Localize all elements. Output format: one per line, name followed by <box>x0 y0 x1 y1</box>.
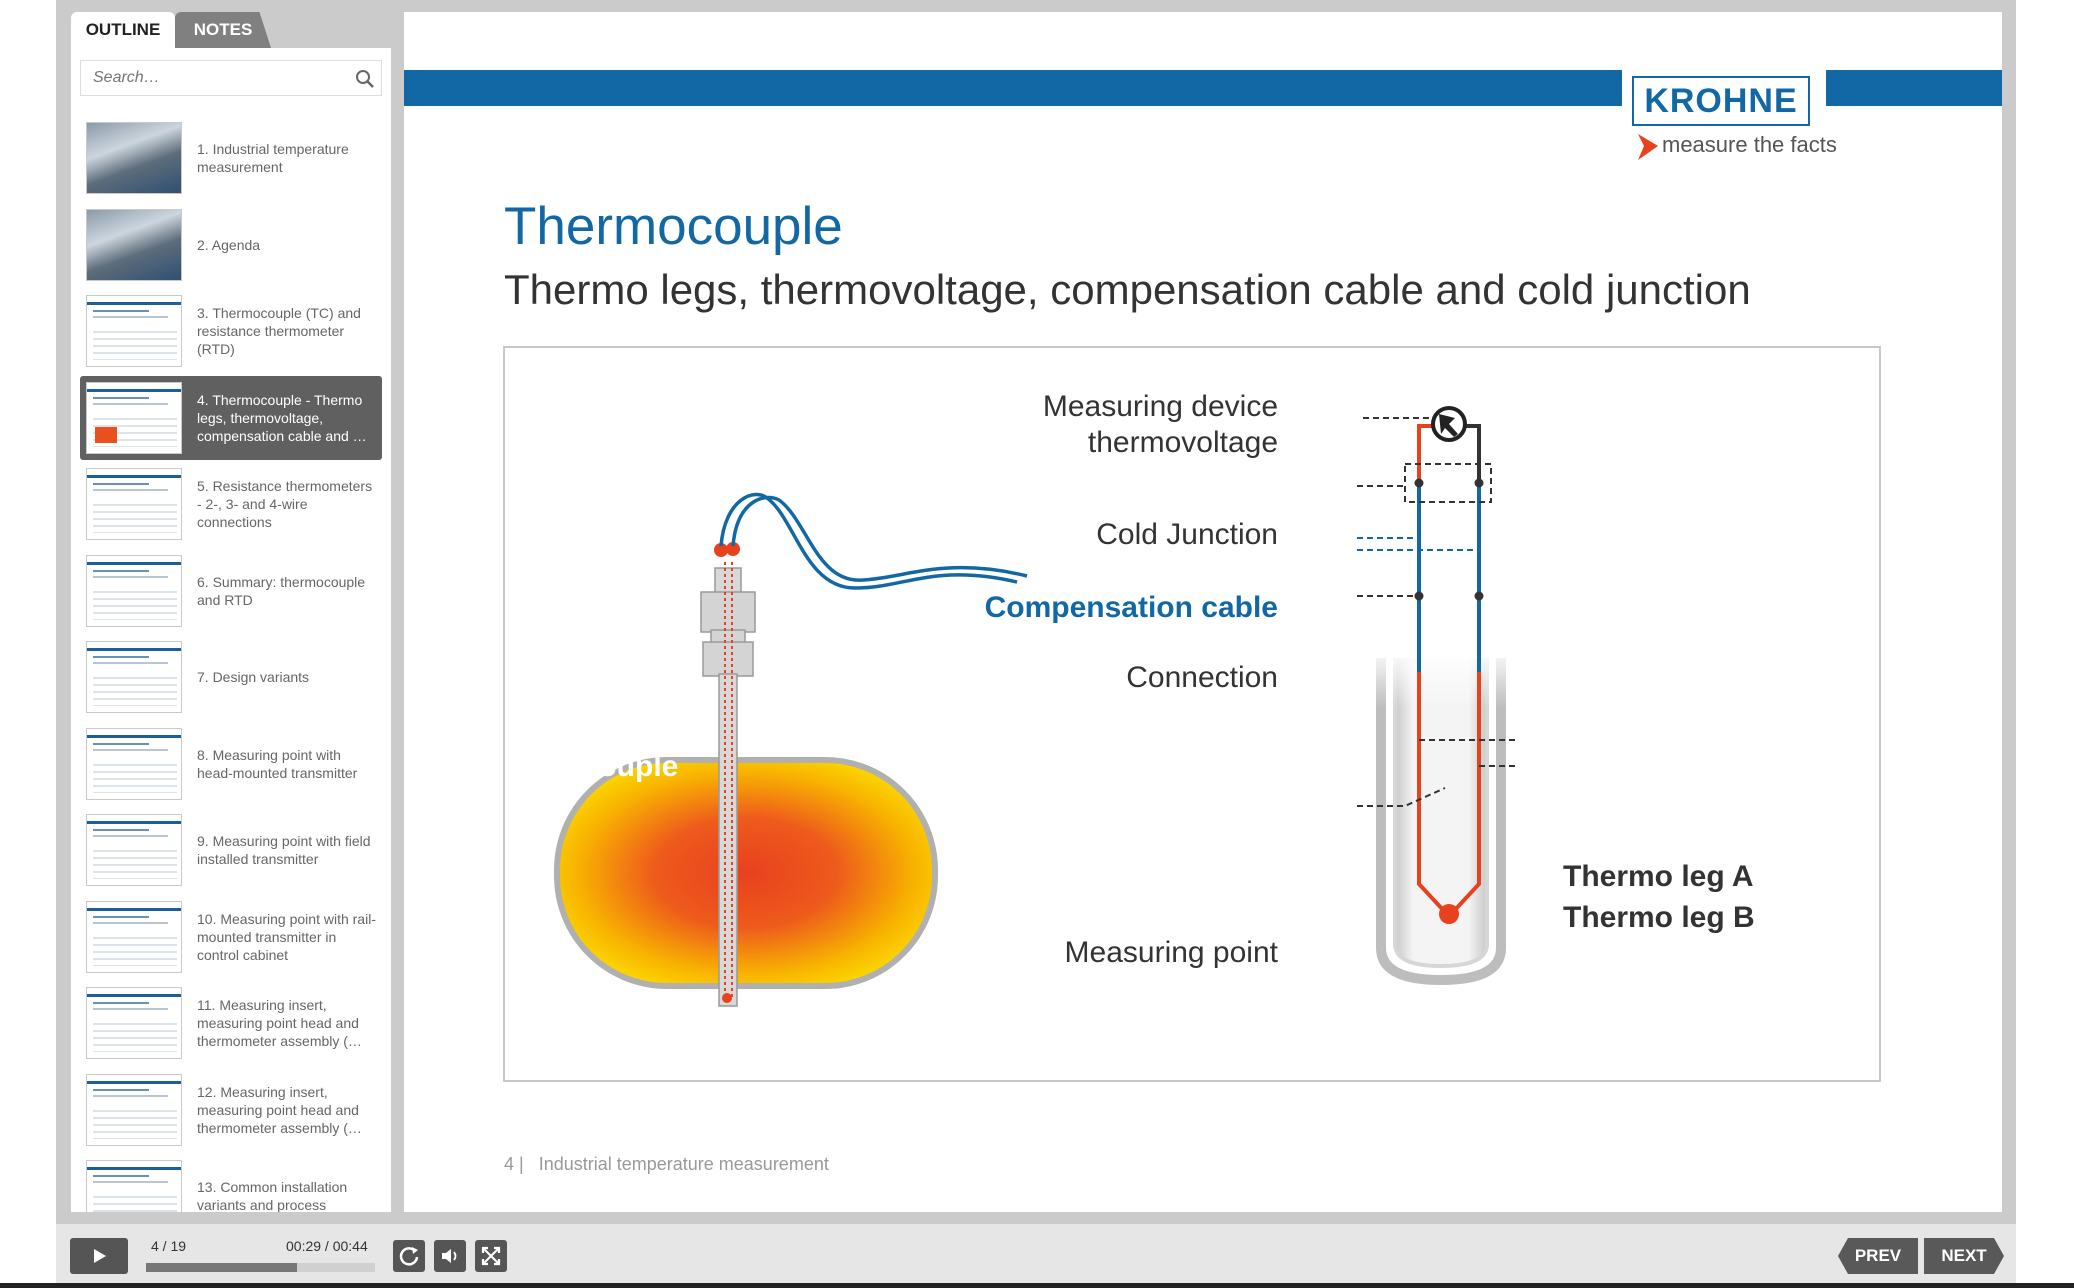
figure-box: Thermo- couple <box>503 346 1881 1082</box>
outline-item[interactable]: 4. Thermocouple - Thermo legs, thermovol… <box>80 375 382 460</box>
tab-notes[interactable]: NOTES <box>175 12 271 48</box>
outline-item-label: 1. Industrial temperature measurement <box>197 141 349 175</box>
bottom-edge <box>0 1283 2074 1288</box>
prev-button[interactable]: PREV <box>1838 1238 1918 1274</box>
play-arrow-logo-icon <box>1638 134 1658 160</box>
progress-bar[interactable] <box>146 1263 375 1272</box>
slide-title: Thermocouple <box>504 197 843 256</box>
outline-item-label: 12. Measuring insert, measuring point he… <box>197 1083 362 1136</box>
label-compensation-cable: Compensation cable <box>984 591 1278 624</box>
slide-thumbnail <box>86 381 182 454</box>
outline-item[interactable]: 1. Industrial temperature measurement <box>80 116 382 200</box>
player-control-bar <box>56 1224 2016 1288</box>
logo-text: KROHNE <box>1644 82 1798 120</box>
slide-thumbnail <box>86 295 182 367</box>
outline-item[interactable]: 6. Summary: thermocouple and RTD <box>80 549 382 633</box>
search-box <box>80 60 382 96</box>
thermo-legs <box>1417 424 1481 914</box>
fullscreen-button[interactable] <box>475 1240 507 1272</box>
cold-junction-box <box>1404 463 1492 503</box>
label-thermo-leg-b: Thermo leg B <box>1563 901 1755 934</box>
slide-counter: 4 / 19 <box>151 1238 187 1254</box>
vessel-label-2: couple <box>582 750 679 783</box>
outline-item-label: 7. Design variants <box>197 669 310 685</box>
footer-page-number: 4 | <box>504 1154 524 1174</box>
logo-frame: KROHNE <box>1632 76 1810 126</box>
footer-title: Industrial temperature measurement <box>538 1154 829 1174</box>
thermocouple-probe <box>700 542 756 1007</box>
volume-icon <box>442 1249 457 1263</box>
replay-button[interactable] <box>393 1240 425 1272</box>
slide-thumbnail <box>86 987 182 1059</box>
slide-canvas: KROHNE measure the facts Thermocouple Th… <box>404 12 2002 1212</box>
slide-thumbnail <box>86 208 182 281</box>
outline-item[interactable]: 3. Thermocouple (TC) and resistance ther… <box>80 289 382 373</box>
playback-time: 00:29 / 00:44 <box>286 1238 368 1254</box>
outline-item-label: 2. Agenda <box>197 236 261 253</box>
outline-item[interactable]: 2. Agenda <box>80 203 382 287</box>
leader-lines <box>1357 417 1519 807</box>
slide-thumbnail <box>86 641 182 713</box>
outline-item[interactable]: 10. Measuring point with rail-mounted tr… <box>80 895 382 979</box>
outline-item-label: 8. Measuring point with head-mounted tra… <box>197 746 358 781</box>
process-vessel <box>554 757 938 989</box>
label-thermovoltage: thermovoltage <box>1087 426 1278 459</box>
play-button[interactable] <box>70 1238 128 1274</box>
label-thermo-leg-a: Thermo leg A <box>1563 860 1754 893</box>
outline-item-label: 5. Resistance thermometers - 2-, 3- and … <box>197 478 373 530</box>
outline-item[interactable]: 8. Measuring point with head-mounted tra… <box>80 722 382 806</box>
krohne-logo: KROHNE measure the facts <box>1622 60 1837 168</box>
search-input[interactable] <box>93 61 343 95</box>
protective-tube <box>1371 648 1511 986</box>
outline-item-label: 11. Measuring insert, measuring point he… <box>197 997 362 1049</box>
sidebar-tabs: OUTLINE NOTES <box>71 12 391 48</box>
tab-outline[interactable]: OUTLINE <box>71 12 175 48</box>
label-cold-junction: Cold Junction <box>1096 518 1278 551</box>
outline-item[interactable]: 9. Measuring point with field installed … <box>80 808 382 892</box>
outline-item-label: 4. Thermocouple - Thermo legs, thermovol… <box>197 391 367 444</box>
progress-fill <box>146 1263 298 1272</box>
outline-item-label: 3. Thermocouple (TC) and resistance ther… <box>197 305 361 357</box>
slide-thumbnail <box>86 122 182 194</box>
volume-button[interactable] <box>434 1240 466 1272</box>
next-button[interactable]: NEXT <box>1924 1238 2004 1274</box>
outline-item-label: 9. Measuring point with field installed … <box>197 833 371 867</box>
replay-icon <box>399 1247 419 1266</box>
play-icon <box>94 1249 106 1263</box>
slide-thumbnail <box>86 900 182 973</box>
slide-subtitle: Thermo legs, thermovoltage, compensation… <box>504 266 1751 313</box>
label-measuring-device: Measuring device <box>1042 390 1278 423</box>
outline-item-label: 6. Summary: thermocouple and RTD <box>197 573 366 608</box>
slide-thumbnail <box>86 1073 182 1146</box>
outline-item[interactable]: 5. Resistance thermometers - 2-, 3- and … <box>80 462 382 546</box>
outline-item[interactable]: 7. Design variants <box>80 635 382 719</box>
outline-item[interactable]: 11. Measuring insert, measuring point he… <box>80 981 382 1065</box>
measuring-point-dot <box>1439 904 1459 924</box>
fullscreen-icon <box>481 1246 501 1266</box>
meter-icon <box>1431 406 1467 442</box>
outline-item-label: 13. Common installation variants and pro… <box>197 1179 348 1212</box>
outline-item[interactable]: 13. Common installation variants and pro… <box>80 1154 382 1212</box>
label-measuring-point: Measuring point <box>1064 936 1278 969</box>
slide-thumbnail <box>86 727 182 800</box>
outline-item-label: 10. Measuring point with rail-mounted tr… <box>197 910 376 963</box>
search-icon[interactable] <box>355 69 375 89</box>
slide-footer: 4 | Industrial temperature measurement <box>504 1154 829 1175</box>
slide-thumbnail <box>86 1160 182 1212</box>
tagline: measure the facts <box>1662 132 1837 157</box>
outline-sidebar: OUTLINE NOTES 1. Industrial temperature … <box>71 12 391 1212</box>
outline-item[interactable]: 12. Measuring insert, measuring point he… <box>80 1068 382 1152</box>
label-connection: Connection <box>1126 661 1278 694</box>
thermocouple-diagram: Thermo- couple <box>554 406 1519 1007</box>
vessel-label-1: Thermo- <box>570 714 690 747</box>
slide-thumbnail <box>86 814 182 886</box>
compensation-cable <box>719 492 1028 590</box>
slide-thumbnail <box>86 554 182 627</box>
slide-thumbnail <box>86 468 182 540</box>
